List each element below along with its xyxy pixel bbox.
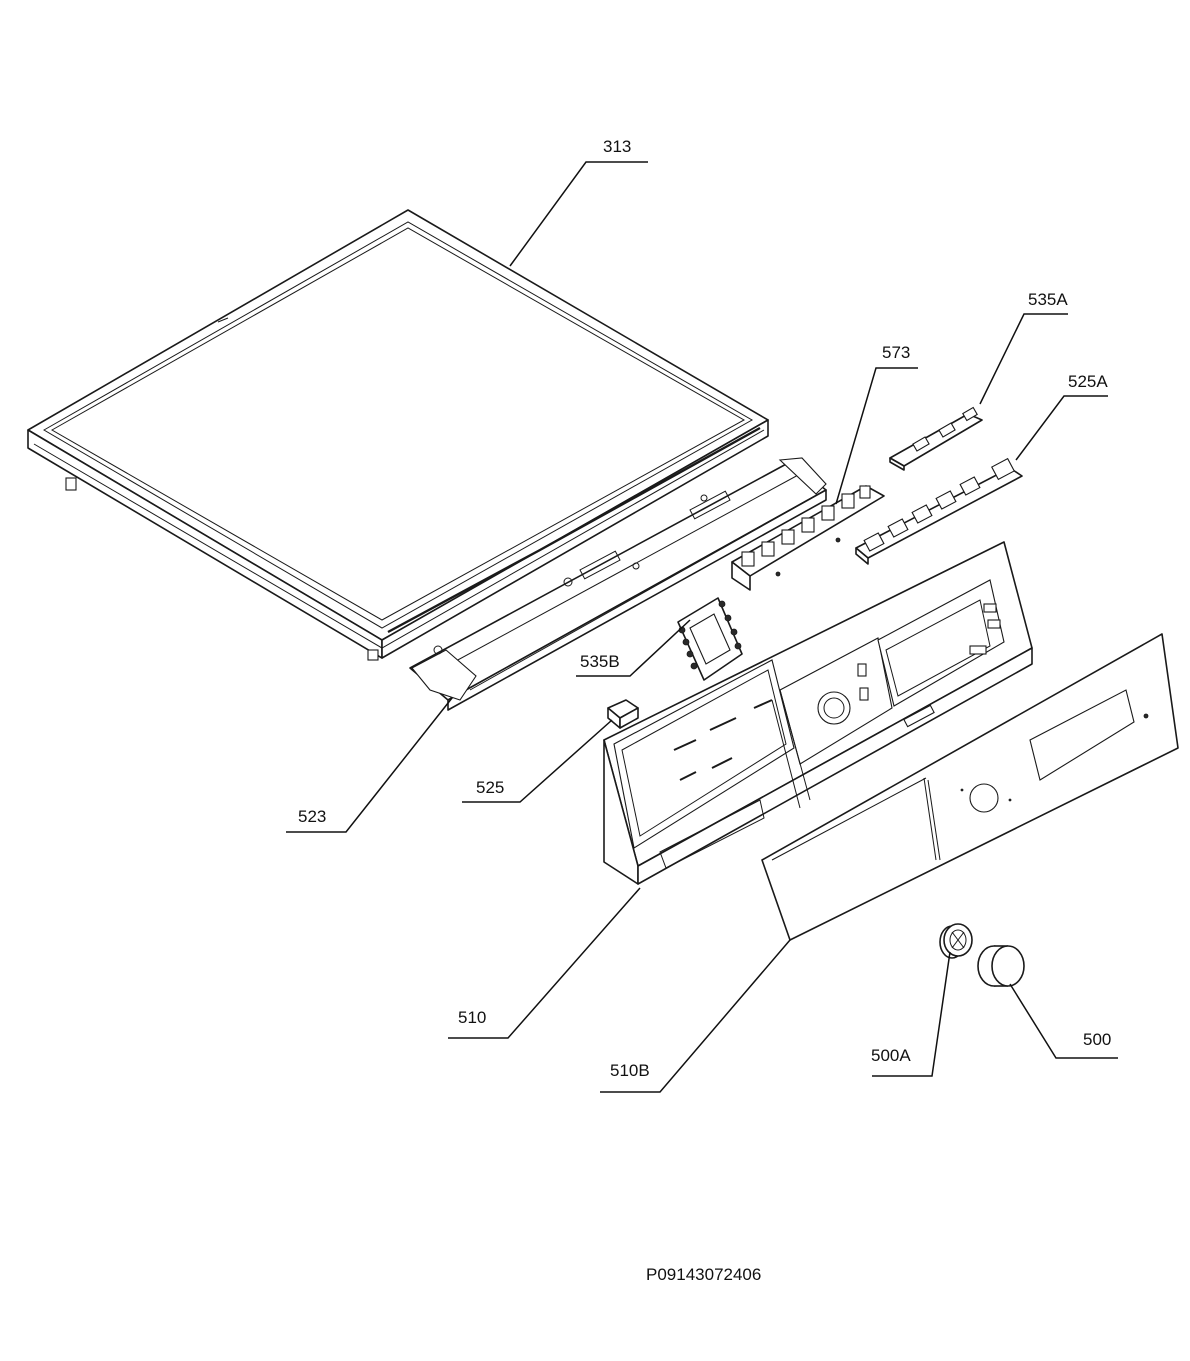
leader-510	[448, 887, 641, 1039]
part-535B-holder	[677, 597, 743, 681]
label-313: 313	[603, 137, 631, 156]
leader-535B	[576, 619, 691, 677]
label-535A: 535A	[1028, 290, 1068, 309]
part-525-button	[607, 699, 639, 729]
label-535B: 535B	[580, 652, 620, 671]
leader-525A	[1015, 395, 1108, 461]
label-523: 523	[298, 807, 326, 826]
part-535A-pcb	[889, 406, 983, 471]
leader-573	[835, 367, 918, 505]
part-510B-front-fascia	[761, 633, 1179, 941]
leader-535A	[979, 313, 1068, 405]
leader-313	[509, 161, 648, 267]
label-525: 525	[476, 778, 504, 797]
leader-523	[286, 697, 453, 833]
leader-lines	[286, 161, 1118, 1093]
label-500A: 500A	[871, 1046, 911, 1065]
part-573-connector-block	[731, 485, 885, 591]
part-313-worktop	[27, 209, 769, 661]
label-510B: 510B	[610, 1061, 650, 1080]
leader-525	[462, 719, 613, 803]
callout-labels: 313 535A 573 525A 535B 525 523 510 510B …	[298, 137, 1111, 1080]
part-500-knob-cap	[977, 945, 1025, 987]
label-500: 500	[1083, 1030, 1111, 1049]
part-523-rail-bracket	[409, 457, 827, 711]
leader-510B	[600, 939, 791, 1093]
leader-500A	[872, 951, 951, 1077]
leader-500	[1009, 983, 1118, 1059]
part-500A-knob-insert	[939, 923, 973, 959]
part-510-control-panel	[603, 541, 1033, 885]
part-525A-key-pcb	[855, 457, 1023, 565]
document-number: P09143072406	[646, 1265, 761, 1284]
label-510: 510	[458, 1008, 486, 1027]
label-525A: 525A	[1068, 372, 1108, 391]
label-573: 573	[882, 343, 910, 362]
